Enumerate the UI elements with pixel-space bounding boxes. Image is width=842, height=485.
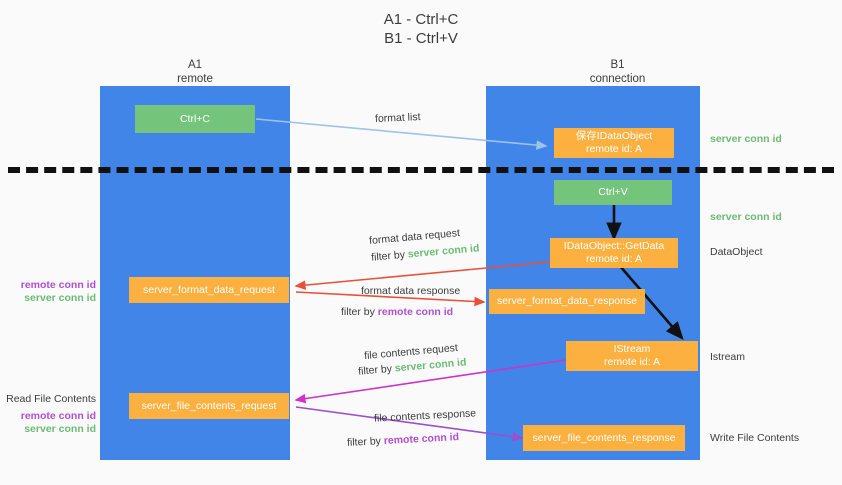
annotation-format-remote-conn-id: remote conn id [20,279,96,291]
edge-label-file-contents-response: file contents response [373,407,477,425]
node-idataobject-getdata[interactable]: IDataObject::GetData remote id: A [550,238,678,268]
filter-prefix: filter by [370,248,409,264]
annotation-dataobject: DataObject [710,246,763,258]
lane-header-a1: A1 remote [177,59,213,85]
node-istream[interactable]: IStream remote id: A [566,341,698,371]
node-ctrl-v[interactable]: Ctrl+V [554,180,672,205]
filter-highlight: server conn id [407,242,480,261]
page-title: A1 - Ctrl+C B1 - Ctrl+V [383,11,459,47]
node-save-idataobject[interactable]: 保存IDataObject remote id: A [554,128,674,158]
node-server-file-contents-response[interactable]: server_file_contents_response [523,425,685,451]
annotation-write-file-contents: Write File Contents [710,432,800,444]
annotation-server-conn-id-second: server conn id [710,211,782,223]
annotation-istream: Istream [710,351,746,363]
node-server-file-contents-request[interactable]: server_file_contents_request [129,393,289,419]
annotation-format-server-conn-id: server conn id [24,292,96,304]
node-server-format-data-response[interactable]: server_format_data_response [489,289,645,314]
annotation-read-file-contents: Read File Contents [6,393,96,405]
filter-highlight: remote conn id [377,306,454,318]
lane-header-b1: B1 connection [589,59,646,85]
annotation-file-server-conn-id: server conn id [24,423,96,435]
filter-prefix: filter by [341,306,378,318]
phase-divider [8,167,834,173]
node-server-format-data-request[interactable]: server_format_data_request [129,277,289,303]
filter-prefix: filter by [346,435,385,449]
edge-label-format-data-response-filter: filter by remote conn id [341,305,453,319]
filter-prefix: filter by [357,362,396,378]
annotation-file-remote-conn-id: remote conn id [20,410,96,422]
edge-label-format-data-response: format data response [361,285,461,297]
filter-highlight: remote conn id [383,431,460,447]
annotation-server-conn-id-top: server conn id [710,133,782,145]
node-ctrl-c[interactable]: Ctrl+C [135,105,255,133]
edge-label-file-contents-response-filter: filter by remote conn id [347,430,460,450]
edge-label-format-list: format list [374,111,421,125]
